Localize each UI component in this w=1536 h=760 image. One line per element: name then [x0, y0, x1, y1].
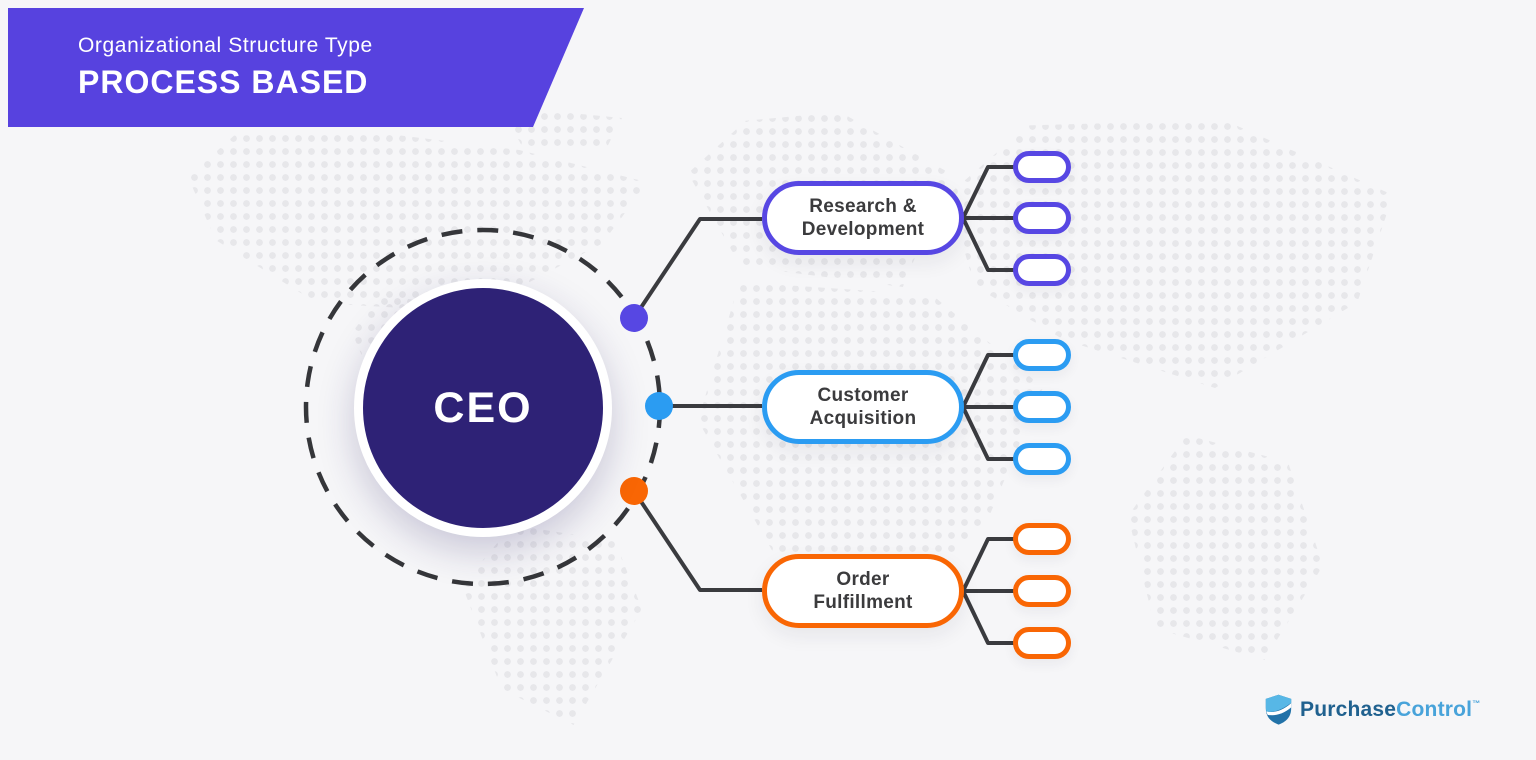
connector-ceo-order-fulfillment	[632, 489, 762, 592]
brand-part-2: Control	[1396, 697, 1473, 721]
ceo-label: CEO	[433, 383, 533, 432]
sub-unit-ca-1	[1013, 339, 1071, 371]
sub-unit-of-1	[1013, 523, 1071, 555]
anchor-dot-research-development	[620, 304, 648, 332]
sub-unit-rd-1	[1013, 151, 1071, 183]
node-label: Research & Development	[801, 195, 925, 240]
sub-unit-of-3	[1013, 627, 1071, 659]
connector-ca-sub-1	[961, 353, 1016, 408]
ceo-node: CEO	[354, 279, 612, 537]
header-banner: Organizational Structure Type PROCESS BA…	[8, 8, 584, 127]
node-order-fulfillment: Order Fulfillment	[762, 554, 964, 628]
anchor-dot-customer-acquisition	[645, 392, 673, 420]
connector-rd-sub-1	[961, 165, 1016, 219]
connector-ca-sub-3	[961, 406, 1016, 461]
trademark-symbol: ™	[1472, 698, 1481, 708]
sub-unit-of-2	[1013, 575, 1071, 607]
shield-icon	[1265, 694, 1292, 725]
node-label: Customer Acquisition	[809, 384, 917, 429]
connector-of-sub-1	[961, 537, 1016, 592]
page-title: PROCESS BASED	[78, 64, 369, 101]
sub-unit-ca-3	[1013, 443, 1071, 475]
connector-ceo-research-development	[632, 217, 762, 320]
node-customer-acquisition: Customer Acquisition	[762, 370, 964, 444]
brand-part-1: Purchase	[1300, 697, 1397, 721]
sub-unit-rd-2	[1013, 202, 1071, 234]
connector-of-sub-3	[961, 590, 1016, 645]
node-research-development: Research & Development	[762, 181, 964, 255]
anchor-dot-order-fulfillment	[620, 477, 648, 505]
sub-unit-rd-3	[1013, 254, 1071, 286]
node-label: Order Fulfillment	[813, 568, 913, 613]
sub-unit-ca-2	[1013, 391, 1071, 423]
connector-rd-sub-3	[961, 217, 1016, 272]
header-eyebrow: Organizational Structure Type	[78, 34, 373, 57]
